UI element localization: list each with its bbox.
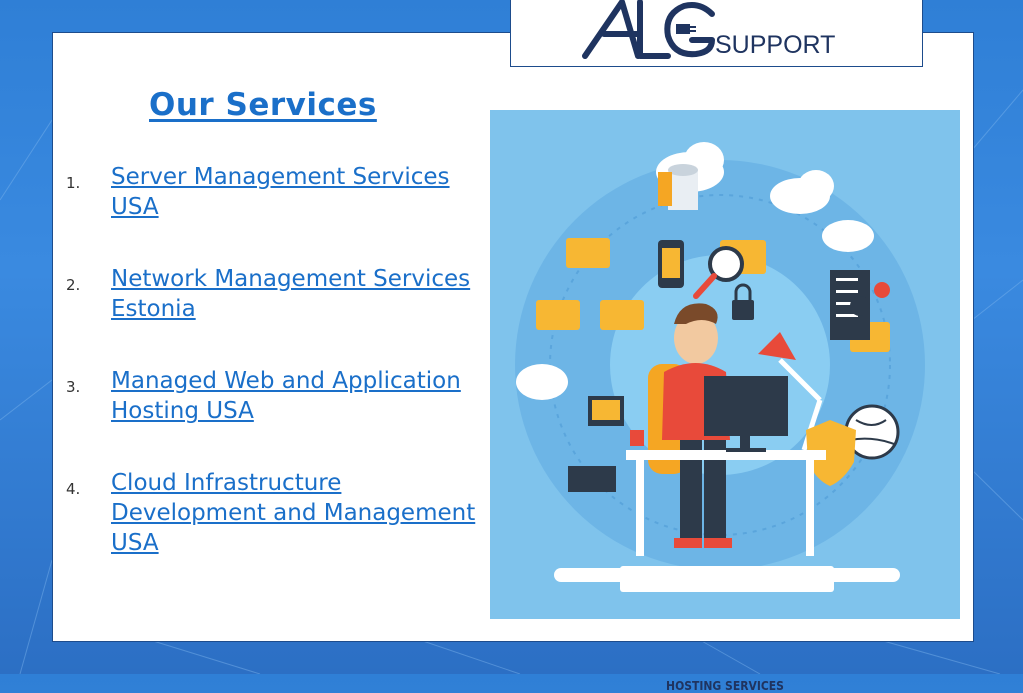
service-link-server-management[interactable]: Server Management Services USA (111, 164, 450, 220)
list-number: 4. (66, 480, 81, 498)
service-link-managed-hosting[interactable]: Managed Web and Application Hosting USA (111, 368, 461, 424)
list-number: 2. (66, 276, 81, 294)
hosting-services-illustration: HOSTING SERVICES (490, 110, 960, 693)
database-icon (658, 164, 698, 210)
logo-banner (510, 0, 923, 67)
illustration-graphic (515, 142, 925, 592)
illustration-caption: HOSTING SERVICES (666, 679, 784, 693)
service-link-network-management[interactable]: Network Management Services Estonia (111, 266, 471, 322)
page-title: Our Services (149, 87, 377, 123)
service-link-cloud-infrastructure[interactable]: Cloud Infrastructure Development and Man… (111, 470, 476, 556)
alg-logo-mark (582, 0, 715, 59)
list-number: 3. (66, 378, 81, 396)
logo-text: SUPPORT (715, 31, 836, 59)
background-pattern (0, 89, 1023, 674)
list-number: 1. (66, 174, 81, 192)
